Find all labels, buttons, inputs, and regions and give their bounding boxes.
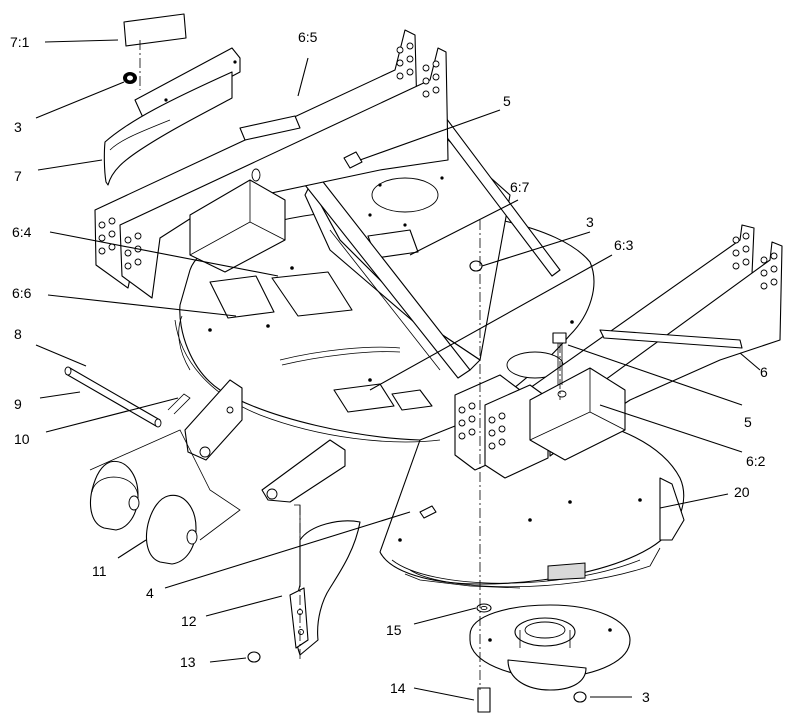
callout-11: 11 — [92, 563, 107, 579]
left-bracket-holes — [98, 42, 440, 270]
bolt-5-top — [343, 151, 363, 169]
callout-8: 8 — [14, 326, 22, 342]
decal-6-3 — [333, 383, 433, 413]
callout-10: 10 — [14, 431, 30, 447]
center-bracket-holes — [458, 402, 506, 450]
clip-10 — [167, 393, 191, 415]
callout-15: 15 — [386, 622, 402, 638]
callout-3-top: 3 — [14, 119, 22, 135]
roller-bracket-right — [261, 439, 346, 503]
roller-shaft-9 — [64, 366, 162, 428]
callout-6-5: 6:5 — [298, 29, 318, 45]
callout-6-6: 6:6 — [12, 285, 32, 301]
callout-7-1: 7:1 — [10, 34, 30, 50]
callout-20: 20 — [734, 484, 750, 500]
callout-5-right: 5 — [744, 414, 752, 430]
callout-12: 12 — [181, 613, 197, 629]
callout-6-7: 6:7 — [510, 179, 530, 195]
roller-11-a — [89, 460, 140, 531]
callout-13: 13 — [180, 654, 196, 670]
callout-6-2: 6:2 — [746, 453, 766, 469]
bolt-14 — [477, 687, 491, 713]
nut-13 — [247, 651, 261, 663]
decal-7-1 — [123, 13, 187, 47]
left-mount-block-6-5 — [189, 115, 301, 273]
callout-6-3: 6:3 — [614, 237, 634, 253]
washer-15 — [476, 603, 492, 613]
callout-7: 7 — [14, 168, 22, 184]
roller-11-b — [145, 494, 198, 565]
leader-lines — [35, 39, 761, 701]
decal-6-4 — [271, 271, 353, 317]
callout-4: 4 — [146, 585, 154, 601]
shield-7 — [103, 47, 241, 186]
left-lift-bracket — [94, 29, 449, 299]
callout-6: 6 — [760, 364, 768, 380]
callout-3-mid: 3 — [586, 214, 594, 230]
callout-9: 9 — [14, 396, 22, 412]
callout-5-top: 5 — [503, 93, 511, 109]
baffle-12 — [289, 520, 361, 656]
callout-labels: 7:1 3 7 6:5 5 6:7 3 6:3 6:4 6:6 8 9 10 6… — [10, 29, 768, 705]
bolt-5-right — [552, 332, 567, 385]
roller-outline-guide — [89, 429, 241, 541]
right-bracket-holes — [732, 232, 778, 290]
nut-3-bottom — [573, 691, 587, 703]
roller-bracket-left — [184, 379, 243, 461]
callout-14: 14 — [390, 680, 406, 696]
callout-6-4: 6:4 — [12, 224, 32, 240]
callout-3-bottom: 3 — [642, 689, 650, 705]
spindle-housing — [469, 604, 631, 691]
decal-6-6 — [209, 275, 275, 319]
nut-3-top — [123, 72, 137, 84]
